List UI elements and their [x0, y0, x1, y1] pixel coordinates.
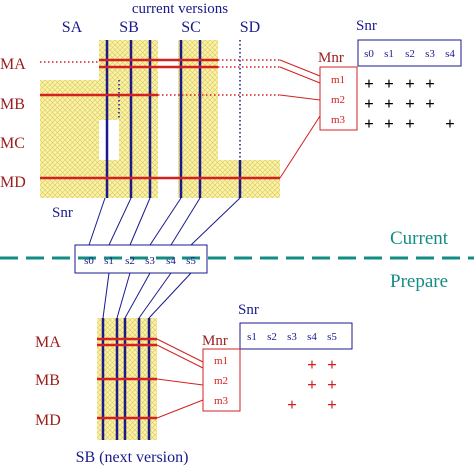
module-dotted-lines: [40, 59, 280, 96]
mnr-box-top: [319, 66, 358, 131]
row-label-ma: MA: [0, 56, 26, 73]
plus: +: [307, 355, 317, 374]
next-snr-header-s1: s1: [247, 331, 257, 343]
snr-connectors-bottom: [102, 272, 192, 319]
title-current-versions: current versions: [132, 1, 228, 17]
next-mnr-row-m3: m3: [214, 395, 229, 407]
plus: +: [384, 114, 394, 133]
block-sb-mc: [119, 120, 158, 160]
snr-header-s4: s4: [445, 48, 455, 60]
s-list-s3: s3: [145, 255, 155, 267]
next-module-lines: [97, 337, 157, 420]
snr-header-box-bottom: [239, 322, 353, 350]
plus: +: [384, 94, 394, 113]
plus: +: [364, 94, 374, 113]
next-snr-header-s5: s5: [327, 331, 337, 343]
prepare-label: Prepare: [390, 271, 448, 292]
current-label: Current: [390, 228, 449, 249]
plus: +: [364, 114, 374, 133]
col-label-sc: SC: [181, 19, 201, 36]
snr-label-bottom: Snr: [238, 302, 259, 318]
module-lines: [40, 58, 280, 180]
next-snr-header-s3: s3: [287, 331, 297, 343]
plus-matrix-bottom: + + + + + +: [287, 355, 337, 414]
s-list-s2: s2: [125, 255, 135, 267]
plus-matrix-top: + + + + + + + + + + + +: [364, 74, 455, 133]
next-row-label-ma: MA: [35, 334, 61, 351]
mnr-box-bottom: [202, 348, 241, 412]
plus: +: [425, 74, 435, 93]
next-version-caption: SB (next version): [76, 449, 189, 466]
mnr-label-top: Mnr: [318, 50, 344, 66]
plus: +: [327, 375, 337, 394]
plus: +: [425, 94, 435, 113]
row-label-mc: MC: [0, 135, 25, 152]
mnr-connectors-top: [279, 59, 321, 179]
state-dotted-lines: [118, 40, 241, 160]
snr-header-s3: s3: [425, 48, 435, 60]
col-label-sb: SB: [119, 19, 139, 36]
col-label-sa: SA: [62, 19, 83, 36]
next-snr-header-s4: s4: [307, 331, 317, 343]
block-sc-mb: [178, 80, 218, 120]
block-sa-mb: [40, 80, 158, 120]
s-list-s1: s1: [104, 255, 114, 267]
plus: +: [445, 114, 455, 133]
row-label-md: MD: [0, 174, 26, 191]
mnr-row-m2: m2: [331, 94, 345, 106]
plus: +: [405, 114, 415, 133]
snr-header-box-top: [357, 39, 462, 67]
s-list-s5: s5: [186, 255, 196, 267]
block-sa-mc: [40, 120, 99, 160]
plus: +: [327, 355, 337, 374]
col-label-sd: SD: [240, 19, 260, 36]
plus: +: [327, 395, 337, 414]
s-list-s4: s4: [166, 255, 176, 267]
next-row-label-mb: MB: [35, 372, 60, 389]
plus: +: [384, 74, 394, 93]
snr-header-s2: s2: [405, 48, 415, 60]
plus: +: [287, 395, 297, 414]
plus: +: [307, 375, 317, 394]
version-blocks: [40, 40, 280, 198]
snr-header-s1: s1: [384, 48, 394, 60]
next-snr-header-s2: s2: [267, 331, 277, 343]
snr-header-s0: s0: [364, 48, 374, 60]
row-label-mb: MB: [0, 96, 25, 113]
snr-label-top-table: Snr: [356, 18, 377, 34]
plus: +: [364, 74, 374, 93]
mnr-row-m3: m3: [331, 114, 346, 126]
snr-label-top-left: Snr: [52, 205, 73, 221]
mnr-label-bottom: Mnr: [202, 333, 228, 349]
plus: +: [405, 94, 415, 113]
plus: +: [405, 74, 415, 93]
s-list-box: [74, 244, 208, 274]
mnr-connectors-bottom: [156, 338, 204, 419]
mnr-row-m1: m1: [331, 74, 345, 86]
snr-connectors-top: [88, 197, 241, 246]
block-sc-mc: [178, 120, 218, 160]
next-mnr-row-m2: m2: [214, 375, 228, 387]
s-list-s0: s0: [84, 255, 94, 267]
next-mnr-row-m1: m1: [214, 355, 228, 367]
next-row-label-md: MD: [35, 412, 61, 429]
